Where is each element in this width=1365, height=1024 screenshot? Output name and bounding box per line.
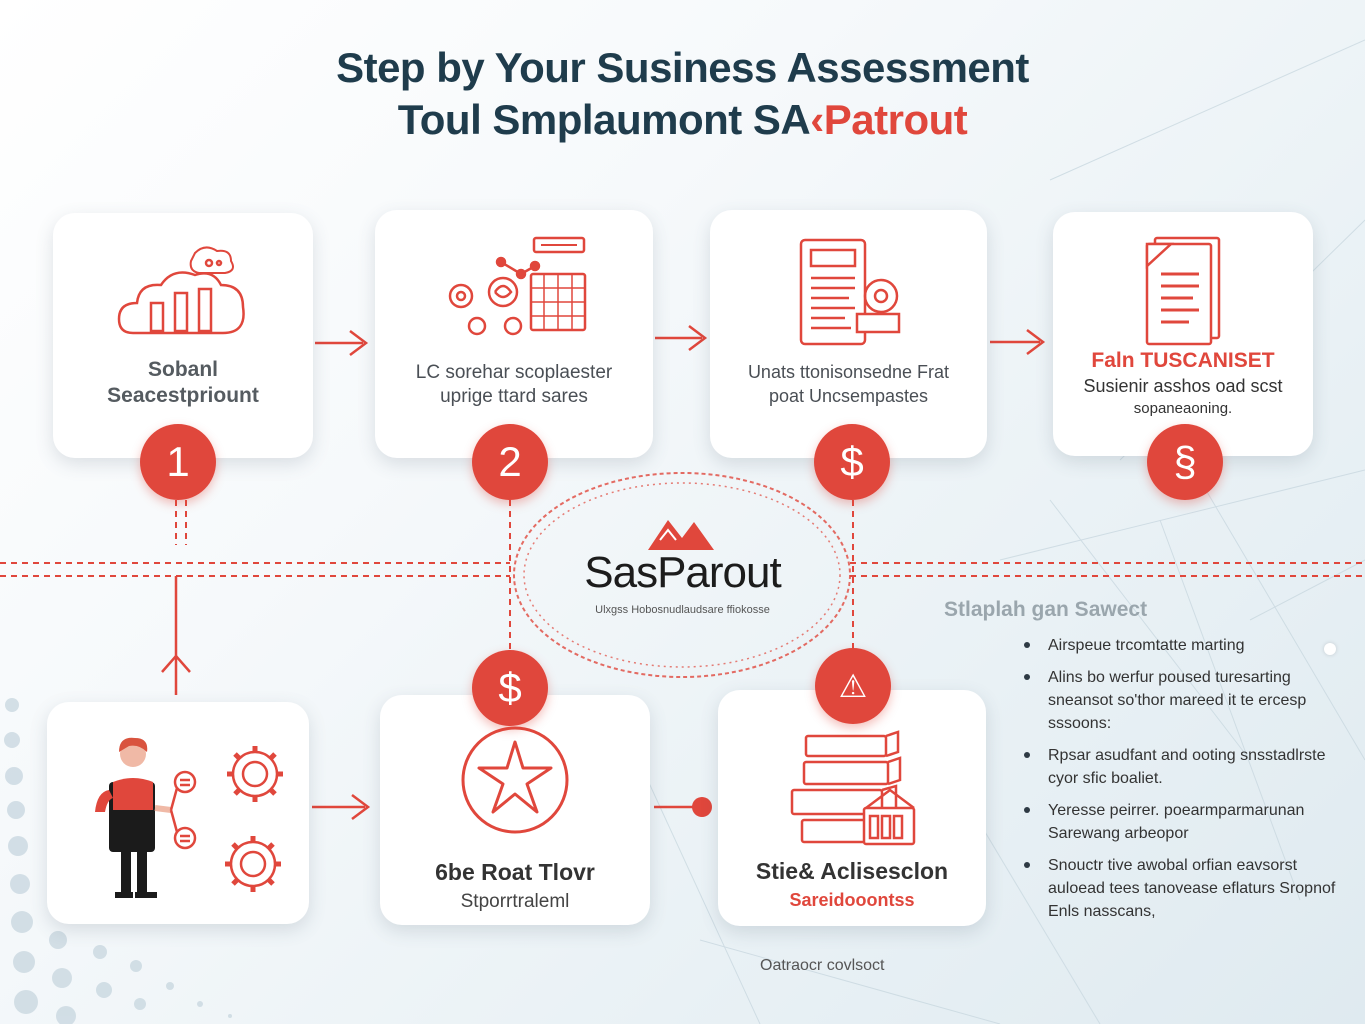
step-3-line-1: Unats ttonisonsedne Frat bbox=[747, 362, 950, 382]
list-item: Yeresse peirrer. poearmparmarunan Sarewa… bbox=[1024, 799, 1354, 845]
step-card-people[interactable] bbox=[47, 702, 309, 924]
title-accent: ‹Patrout bbox=[810, 96, 968, 143]
step-6-badge: ⚠ bbox=[815, 648, 891, 724]
step-4-heading: Faln TUSCANISET bbox=[1091, 349, 1275, 372]
step-5-line-1: 6be Roat Tlovr bbox=[435, 859, 595, 885]
list-item: Rpsar asudfant and ooting snsstadlrste c… bbox=[1024, 744, 1354, 790]
mountain-logo-icon bbox=[648, 520, 714, 550]
cloud-chart-icon bbox=[53, 243, 313, 343]
analytics-grid-icon bbox=[375, 234, 653, 344]
brand-tagline: Ulxgss Hobosnudlaudsare ffiokosse bbox=[595, 604, 770, 616]
step-1-line-2: Seacestpriount bbox=[107, 384, 259, 407]
person-gears-icon bbox=[47, 732, 309, 902]
step-card-1[interactable]: Sobanl Seacestpriount bbox=[53, 213, 313, 458]
step-2-line-2: uprige ttard sares bbox=[440, 386, 588, 407]
list-item: Snouctr tive awobal orfian eavsorst aulo… bbox=[1024, 854, 1354, 923]
title-main: Toul Smplaumont SA bbox=[397, 96, 811, 143]
brand-name: SasParout bbox=[584, 548, 781, 597]
decorative-dot bbox=[1324, 643, 1336, 655]
step-card-4[interactable]: Faln TUSCANISET Susienir asshos oad scst… bbox=[1053, 212, 1313, 456]
step-card-3[interactable]: Unats ttonisonsedne Frat poat Uncsempast… bbox=[710, 210, 987, 458]
side-panel-heading: Stlaplah gan Sawect bbox=[944, 598, 1148, 621]
list-item: Airspeue trcomtatte marting bbox=[1024, 634, 1354, 657]
step-5-badge: $ bbox=[472, 650, 548, 726]
step-3-line-2: poat Uncsempastes bbox=[768, 386, 929, 406]
center-brand: SasParout Ulxgss Hobosnudlaudsare ffioko… bbox=[510, 470, 855, 680]
step-5-line-2: Stporrtraleml bbox=[460, 891, 570, 912]
dashed-ring bbox=[513, 472, 851, 678]
side-panel-list: Airspeue trcomtatte marting Alins bo wer… bbox=[1024, 634, 1354, 932]
step-6-line-2: Sareidooontss bbox=[789, 890, 915, 910]
report-document-icon bbox=[710, 234, 987, 349]
page-title-line-2: Toul Smplaumont SA‹Patrout bbox=[0, 96, 1365, 144]
page-title-line-1: Step by Your Susiness Assessment bbox=[336, 44, 1029, 91]
step-4-line-1: Susienir asshos oad scst bbox=[1083, 376, 1283, 396]
document-stack-icon bbox=[1053, 234, 1313, 349]
step-4-badge: § bbox=[1147, 424, 1223, 500]
step-card-2[interactable]: LC sorehar scoplaester uprige ttard sare… bbox=[375, 210, 653, 458]
step-4-line-2: sopaneaoning. bbox=[1133, 400, 1233, 417]
star-circle-icon bbox=[380, 720, 650, 840]
step-1-badge: 1 bbox=[140, 424, 216, 500]
footer-text: Oatraocr covlsoct bbox=[760, 957, 885, 974]
step-2-badge: 2 bbox=[472, 424, 548, 500]
step-3-badge: $ bbox=[814, 424, 890, 500]
step-card-5[interactable]: 6be Roat Tlovr Stporrtraleml bbox=[380, 695, 650, 925]
list-item: Alins bo werfur poused turesarting snean… bbox=[1024, 666, 1354, 735]
step-6-line-1: Stie& Aclisesclon bbox=[755, 858, 949, 884]
step-1-line-1: Sobanl bbox=[147, 358, 218, 381]
binders-icon bbox=[718, 728, 986, 848]
step-2-line-1: LC sorehar scoplaester bbox=[415, 362, 613, 383]
step-card-6[interactable]: Stie& Aclisesclon Sareidooontss bbox=[718, 690, 986, 926]
